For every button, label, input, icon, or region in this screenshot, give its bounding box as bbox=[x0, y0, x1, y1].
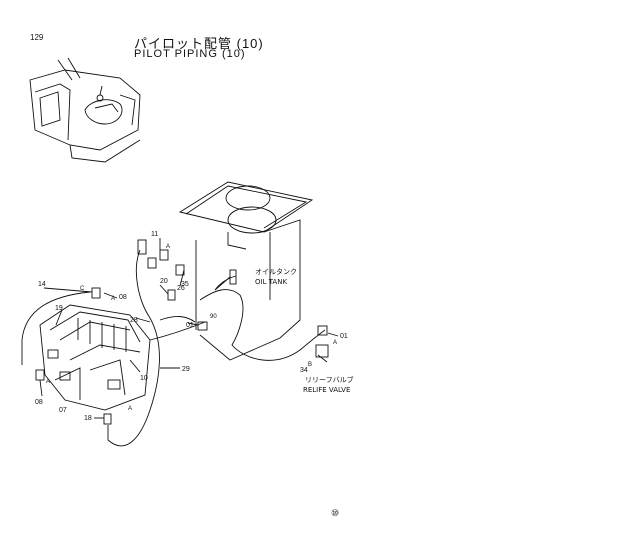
oil-tank bbox=[178, 181, 314, 361]
fittings bbox=[35, 239, 329, 425]
view-mark-c: C bbox=[80, 286, 85, 292]
control-valve-block bbox=[39, 304, 151, 411]
callout-08-top: 08 bbox=[119, 294, 127, 301]
callout-01-right: 01 bbox=[340, 333, 348, 340]
oil-tank-label-en: OIL TANK bbox=[255, 278, 287, 286]
callout-18: 18 bbox=[84, 415, 92, 422]
view-mark-a-4: A bbox=[128, 406, 132, 412]
relief-valve-label-en: RELIFE VALVE bbox=[303, 386, 350, 394]
callout-29: 29 bbox=[182, 366, 190, 373]
callout-20: 20 bbox=[160, 278, 168, 285]
callout-11: 11 bbox=[151, 231, 158, 238]
page-title-english: PILOT PIPING (10) bbox=[134, 48, 246, 60]
page-title-japanese: パイロット配管 (10) bbox=[134, 36, 264, 51]
callout-90: 90 bbox=[210, 314, 217, 320]
callout-26: 26 bbox=[177, 285, 185, 292]
view-mark-a-5: A bbox=[333, 340, 337, 346]
view-mark-b: B bbox=[308, 362, 312, 368]
page-number: 129 bbox=[30, 33, 44, 42]
callout-14: 14 bbox=[38, 281, 46, 288]
callout-34: 34 bbox=[300, 367, 308, 374]
callout-19: 19 bbox=[55, 305, 63, 312]
view-mark-a-2: A bbox=[111, 296, 115, 302]
footer-mark: ⑩ bbox=[331, 508, 340, 518]
relief-valve-label-jp: リリーフバルブ bbox=[305, 375, 354, 384]
callout-08-bottom: 08 bbox=[35, 399, 43, 406]
leader-lines bbox=[39, 238, 339, 419]
callout-10: 10 bbox=[140, 375, 148, 382]
view-mark-a-1: A bbox=[166, 244, 170, 250]
callout-28: 28 bbox=[130, 317, 138, 324]
excavator-overview-sketch bbox=[29, 57, 141, 163]
callout-07: 07 bbox=[59, 407, 67, 414]
view-mark-a-3: A bbox=[46, 379, 50, 385]
oil-tank-label-jp: オイルタンク bbox=[255, 267, 297, 276]
callout-35: 35 bbox=[181, 281, 189, 288]
callout-01-left: 01 bbox=[186, 322, 194, 329]
pilot-hoses bbox=[21, 249, 326, 447]
